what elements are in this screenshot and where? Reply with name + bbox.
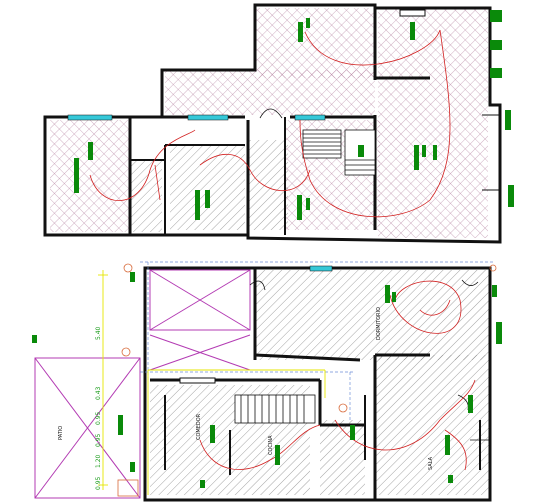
lower-cocina-floor xyxy=(320,420,365,495)
switch-icon xyxy=(88,142,93,160)
upper-window xyxy=(187,114,229,121)
upper-fixtures xyxy=(74,18,514,220)
light-fixture-icon xyxy=(297,195,302,220)
upper-right-floor xyxy=(378,8,488,238)
plant-icon xyxy=(490,10,502,22)
outlet-markers xyxy=(117,263,497,497)
upper-window xyxy=(294,114,326,121)
electrical-wiring xyxy=(199,153,311,192)
switch-icon xyxy=(306,198,310,210)
light-fixture-icon xyxy=(385,285,390,303)
upper-bath-floor xyxy=(248,140,288,230)
outlet-icon xyxy=(200,480,205,488)
label-sala: SALA xyxy=(428,456,434,470)
patio-area xyxy=(34,269,251,499)
label-comedor: COMEDOR xyxy=(196,413,202,440)
light-fixture-icon xyxy=(275,445,280,465)
electrical-wiring xyxy=(89,129,196,201)
dimension-4: 1.20 xyxy=(95,454,102,468)
light-fixture-icon xyxy=(505,110,511,130)
electrical-wiring xyxy=(199,424,321,470)
light-fixture-icon xyxy=(410,22,415,40)
grid-lines xyxy=(140,261,495,420)
door-icon xyxy=(482,189,501,205)
upper-stairs xyxy=(302,129,376,176)
light-fixture-icon xyxy=(468,395,473,413)
electrical-wiring xyxy=(419,299,451,316)
outlet-icon xyxy=(130,462,135,472)
lower-wall xyxy=(254,353,361,362)
door-icon xyxy=(470,439,491,458)
upper-outer-wall xyxy=(43,3,502,244)
dimension-lines xyxy=(98,270,326,495)
outlet-icon xyxy=(338,403,348,413)
upper-closet-floor xyxy=(130,160,162,232)
label-dormitorio: DORMITORIO xyxy=(376,307,382,340)
light-fixture-icon xyxy=(74,158,79,193)
light-fixture-icon xyxy=(118,415,123,435)
electrical-wiring xyxy=(154,164,161,201)
light-fixture-icon xyxy=(445,435,450,455)
light-fixture-icon xyxy=(210,425,215,443)
light-fixture-icon xyxy=(496,322,502,344)
outlet-icon xyxy=(130,272,135,282)
outlet-icon xyxy=(123,263,133,273)
lower-window xyxy=(309,265,333,272)
outlet-icon xyxy=(32,335,37,343)
door-icon xyxy=(482,114,501,130)
upper-floor-plan xyxy=(43,3,514,244)
light-fixture-icon xyxy=(350,425,355,440)
light-fixture-icon xyxy=(508,185,514,207)
outlet-icon xyxy=(492,285,497,297)
label-patio: PATIO xyxy=(58,426,64,440)
upper-window xyxy=(67,114,113,121)
outlet-icon xyxy=(448,475,453,483)
dimension-5: 0.95 xyxy=(95,476,102,490)
door-icon xyxy=(461,279,479,286)
plant-icon xyxy=(490,40,502,50)
light-fixture-icon xyxy=(298,22,303,42)
electrical-wiring xyxy=(334,379,476,451)
switch-icon xyxy=(392,292,396,302)
lower-floor-plan: PATIO COMEDOR COCINA SALA DORMITORIO 5.4… xyxy=(32,261,502,502)
light-fixture-icon xyxy=(195,190,200,220)
door-icon xyxy=(259,108,283,119)
dimension-1: 0.43 xyxy=(95,386,102,400)
lower-main-floor xyxy=(255,270,490,360)
door-icon xyxy=(249,280,266,291)
switch-icon xyxy=(433,145,437,160)
light-fixture-icon xyxy=(414,145,419,170)
plant-icon xyxy=(490,68,502,78)
label-cocina: COCINA xyxy=(268,435,274,455)
dimension-main: 5.40 xyxy=(95,326,102,340)
dimension-2: 0.95 xyxy=(95,411,102,425)
outlet-icon xyxy=(121,347,131,357)
lower-fixtures xyxy=(32,272,502,488)
meter-box-icon xyxy=(117,479,139,497)
dimension-3: 0.95 xyxy=(95,433,102,447)
outlet-icon xyxy=(489,264,497,272)
electrical-wiring xyxy=(444,429,467,471)
switch-icon xyxy=(205,190,210,208)
electrical-wiring xyxy=(299,29,451,218)
upper-window xyxy=(399,9,426,17)
upper-top-floor xyxy=(255,8,375,78)
lower-sala-floor xyxy=(375,355,490,495)
switch-icon xyxy=(422,145,426,157)
switch-icon xyxy=(306,18,310,28)
electrical-wiring xyxy=(389,280,462,334)
lower-window xyxy=(179,377,216,384)
lower-outer-wall xyxy=(143,266,492,502)
lower-stairs xyxy=(234,394,316,424)
upper-bedroom-floor xyxy=(170,145,245,230)
outlet-icon xyxy=(358,145,364,157)
